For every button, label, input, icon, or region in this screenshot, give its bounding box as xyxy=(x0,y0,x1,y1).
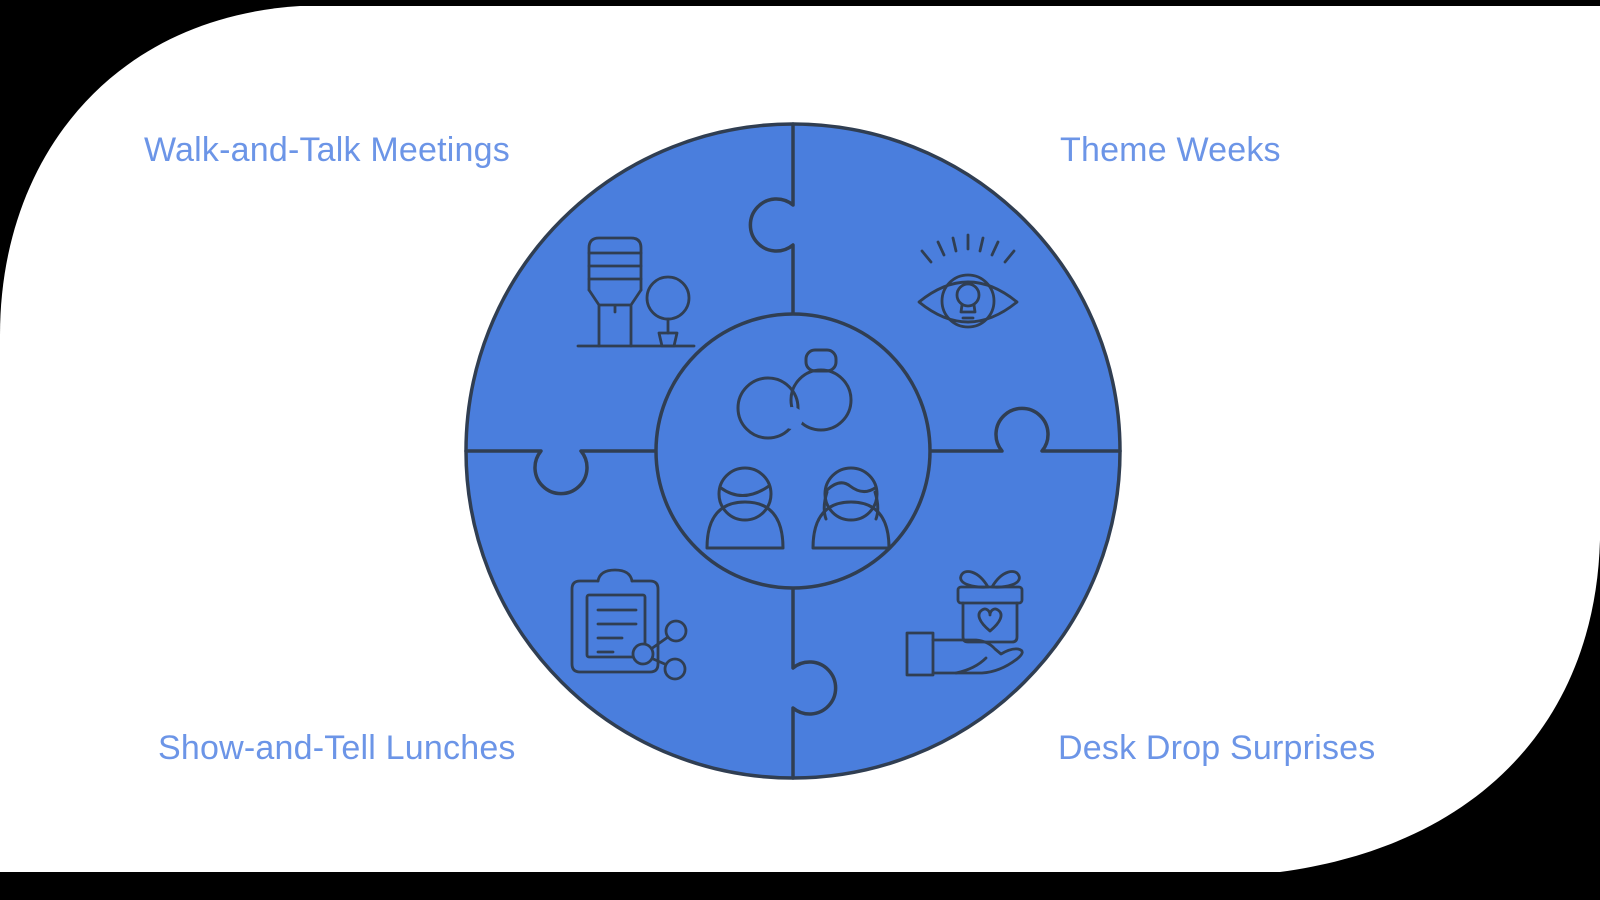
share-links xyxy=(649,635,670,667)
person-left-head xyxy=(717,466,773,522)
share-node-bottom xyxy=(663,657,687,681)
ring-clasp xyxy=(804,348,838,373)
bulb-glass xyxy=(955,282,981,308)
person-right-hair-strand-left xyxy=(822,490,829,521)
ring-interlock-gap xyxy=(781,407,803,429)
puzzle-divider-right xyxy=(928,406,1122,453)
hand-cuff xyxy=(905,631,935,677)
clipboard-share-icon xyxy=(570,568,688,681)
label-show-and-tell-lunches: Show-and-Tell Lunches xyxy=(158,729,516,767)
share-node-top xyxy=(664,619,688,643)
puzzle-center-circle xyxy=(654,312,932,590)
person-left-hair xyxy=(719,484,771,497)
cooler-bottle-ribs xyxy=(587,251,643,281)
clipboard-board xyxy=(570,579,660,674)
gift-heart xyxy=(977,607,1003,633)
clipboard-clip xyxy=(596,568,634,583)
clipboard-text-lines xyxy=(596,608,638,654)
gift-lid xyxy=(956,585,1024,605)
label-desk-drop-surprises: Desk Drop Surprises xyxy=(1058,729,1376,767)
person-right-hair xyxy=(825,481,877,493)
person-left-body xyxy=(705,500,785,550)
share-node-left xyxy=(631,642,655,666)
plant-pot xyxy=(657,331,679,348)
puzzle-wheel xyxy=(464,122,1122,780)
gift-in-hand-icon xyxy=(905,570,1024,677)
label-walk-and-talk-meetings: Walk-and-Talk Meetings xyxy=(144,131,510,169)
hand-palm xyxy=(931,638,1024,675)
clipboard-paper xyxy=(585,593,647,659)
ring-left xyxy=(736,376,800,440)
eye-lightbulb-icon xyxy=(917,233,1019,329)
bulb-neck xyxy=(959,303,977,314)
water-cooler-plant-icon xyxy=(576,236,696,348)
cooler-bottle xyxy=(587,236,643,292)
eye-iris xyxy=(940,273,996,329)
person-right-body xyxy=(811,500,891,550)
puzzle-divider-top xyxy=(748,122,795,316)
puzzle-divider-left xyxy=(464,449,658,496)
hand-thumb xyxy=(954,656,988,675)
cooler-stand xyxy=(587,288,643,348)
team-people-linked-rings-icon xyxy=(705,348,891,550)
eye-rays xyxy=(920,233,1016,264)
puzzle-divider-bottom xyxy=(791,586,838,780)
label-theme-weeks: Theme Weeks xyxy=(1060,131,1281,169)
person-right-hair-strand-right xyxy=(873,490,880,521)
